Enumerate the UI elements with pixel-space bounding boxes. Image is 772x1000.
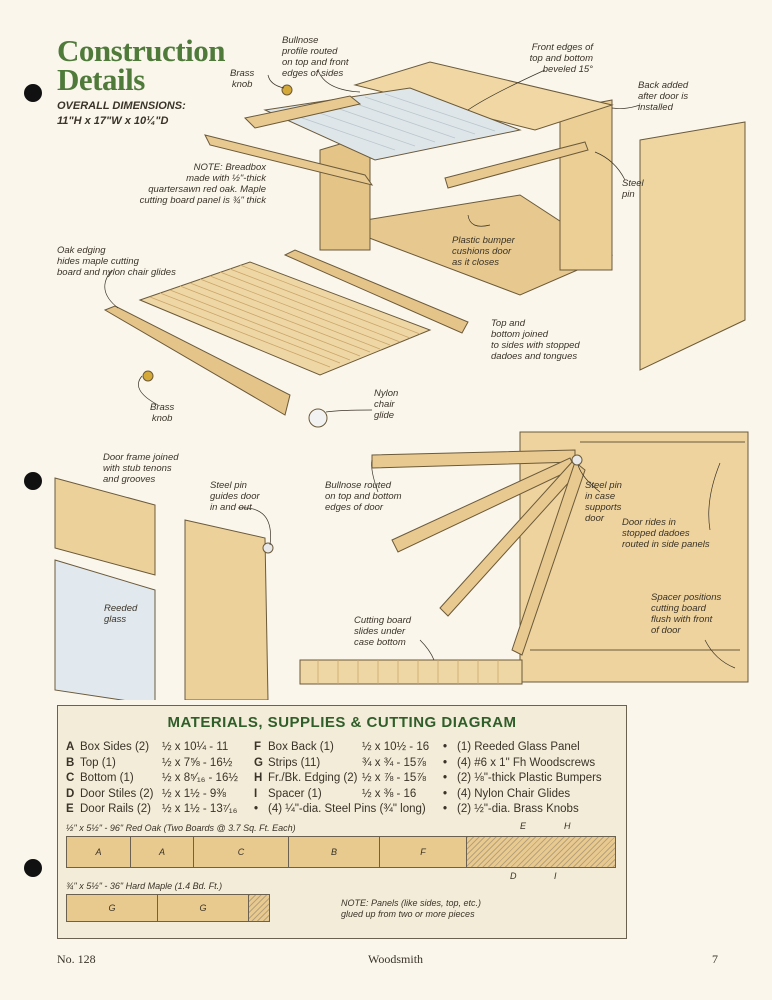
board-2-caption: ¾" x 5½" - 36" Hard Maple (1.4 Bd. Ft.) — [66, 881, 223, 891]
panels-note: NOTE: Panels (like sides, top, etc.) glu… — [341, 898, 482, 919]
part-label-h: H — [564, 821, 571, 831]
cutting-board — [138, 261, 432, 376]
waste-area — [249, 895, 269, 921]
supply-item: •(4) #6 x 1" Fh Woodscrews — [443, 756, 596, 769]
callout-front-edges: Front edges of top and bottom beveled 15… — [529, 42, 593, 75]
binder-hole-middle — [24, 472, 42, 490]
materials-title: MATERIALS, SUPPLIES & CUTTING DIAGRAM — [167, 714, 517, 731]
callout-top-bottom-joined: Top and bottom joined to sides with stop… — [491, 318, 580, 362]
dimensions-value: 11"H x 17"W x 10¼"D — [57, 115, 169, 127]
part-row-steel-pins: •(4) ¼"-dia. Steel Pins (¾" long) — [254, 803, 426, 815]
callout-reeded-glass: Reeded glass — [104, 603, 138, 625]
board-segment: A — [131, 837, 194, 867]
callout-steel-pin-guides: Steel pin guides door in and out — [210, 480, 260, 513]
cutting-diagram-maple-board: G G — [66, 894, 270, 922]
callout-bullnose-door: Bullnose routed on top and bottom edges … — [325, 480, 402, 513]
part-label-e: E — [520, 821, 527, 831]
construction-illustration — [54, 61, 749, 700]
board-segment: B — [289, 837, 380, 867]
callout-breadbox-note: NOTE: Breadbox made with ½"-thick quarte… — [139, 162, 266, 206]
part-label-d: D — [510, 871, 517, 881]
callout-nylon-glide: Nylon chair glide — [374, 388, 399, 421]
callout-back-added: Back added after door is installed — [638, 80, 689, 113]
steel-pin-case — [571, 454, 583, 466]
footer-magazine-name: Woodsmith — [368, 952, 424, 966]
box-back-panel — [639, 121, 746, 371]
cutting-diagram-oak-board: A A C B F — [66, 836, 616, 868]
oak-edging-front — [103, 305, 291, 416]
door-rail-bottom — [204, 134, 374, 186]
binder-hole-bottom — [24, 859, 42, 877]
callout-steel-pin: Steel pin — [622, 178, 644, 200]
callout-door-rides: Door rides in stopped dadoes routed in s… — [622, 517, 710, 550]
title-line-1: Construction — [57, 33, 225, 68]
part-label-i: I — [554, 871, 557, 881]
dimensions-label: OVERALL DIMENSIONS: — [57, 100, 186, 112]
callout-oak-edging: Oak edging hides maple cutting board and… — [57, 245, 176, 278]
page-title: Construction Details — [57, 33, 225, 97]
door-stile-detail — [184, 519, 269, 700]
title-line-2: Details — [57, 62, 145, 97]
reeded-glass-panel — [54, 559, 156, 700]
callout-cutting-board-slides: Cutting board slides under case bottom — [354, 615, 412, 648]
board-segment: A — [67, 837, 131, 867]
callout-spacer: Spacer positions cutting board flush wit… — [651, 592, 722, 636]
callout-brass-knob-top: Brass knob — [230, 68, 255, 90]
door-closed — [511, 461, 586, 656]
footer-issue-number: No. 128 — [57, 952, 96, 966]
callout-brass-knob-bottom: Brass knob — [150, 402, 175, 424]
board-segment: G — [67, 895, 158, 921]
supply-item: •(2) ½"-dia. Brass Knobs — [443, 803, 579, 815]
oak-edging-back — [283, 249, 469, 334]
board-1-caption: ½" x 5½" - 96" Red Oak (Two Boards @ 3.7… — [66, 823, 296, 833]
callout-door-frame: Door frame joined with stub tenons and g… — [103, 452, 179, 485]
brass-knob-top — [281, 84, 293, 96]
brass-knob-bottom — [142, 370, 154, 382]
supply-item: •(4) Nylon Chair Glides — [443, 787, 571, 800]
callout-steel-pin-case: Steel pin in case supports door — [585, 480, 622, 524]
door-frame-rail — [54, 477, 156, 576]
box-side-right — [559, 99, 613, 271]
supplies-list: •(1) Reeded Glass Panel •(4) #6 x 1" Fh … — [443, 740, 623, 818]
door-stile-right — [444, 141, 589, 189]
nylon-glide — [308, 408, 328, 428]
callout-bullnose-profile: Bullnose profile routed on top and front… — [282, 35, 349, 79]
supply-item: •(1) Reeded Glass Panel — [443, 741, 580, 753]
cutting-board-slide — [299, 659, 523, 685]
steel-pin-guide — [262, 542, 274, 554]
board-segment: F — [380, 837, 467, 867]
callout-plastic-bumper: Plastic bumper cushions door as it close… — [452, 235, 515, 268]
footer-page-number: 7 — [712, 952, 718, 966]
binder-hole-top — [24, 84, 42, 102]
supply-item: •(2) ⅛"-thick Plastic Bumpers — [443, 772, 602, 784]
waste-area — [467, 837, 615, 867]
board-segment: C — [194, 837, 289, 867]
board-segment: G — [158, 895, 249, 921]
door-rail-top — [243, 95, 362, 129]
